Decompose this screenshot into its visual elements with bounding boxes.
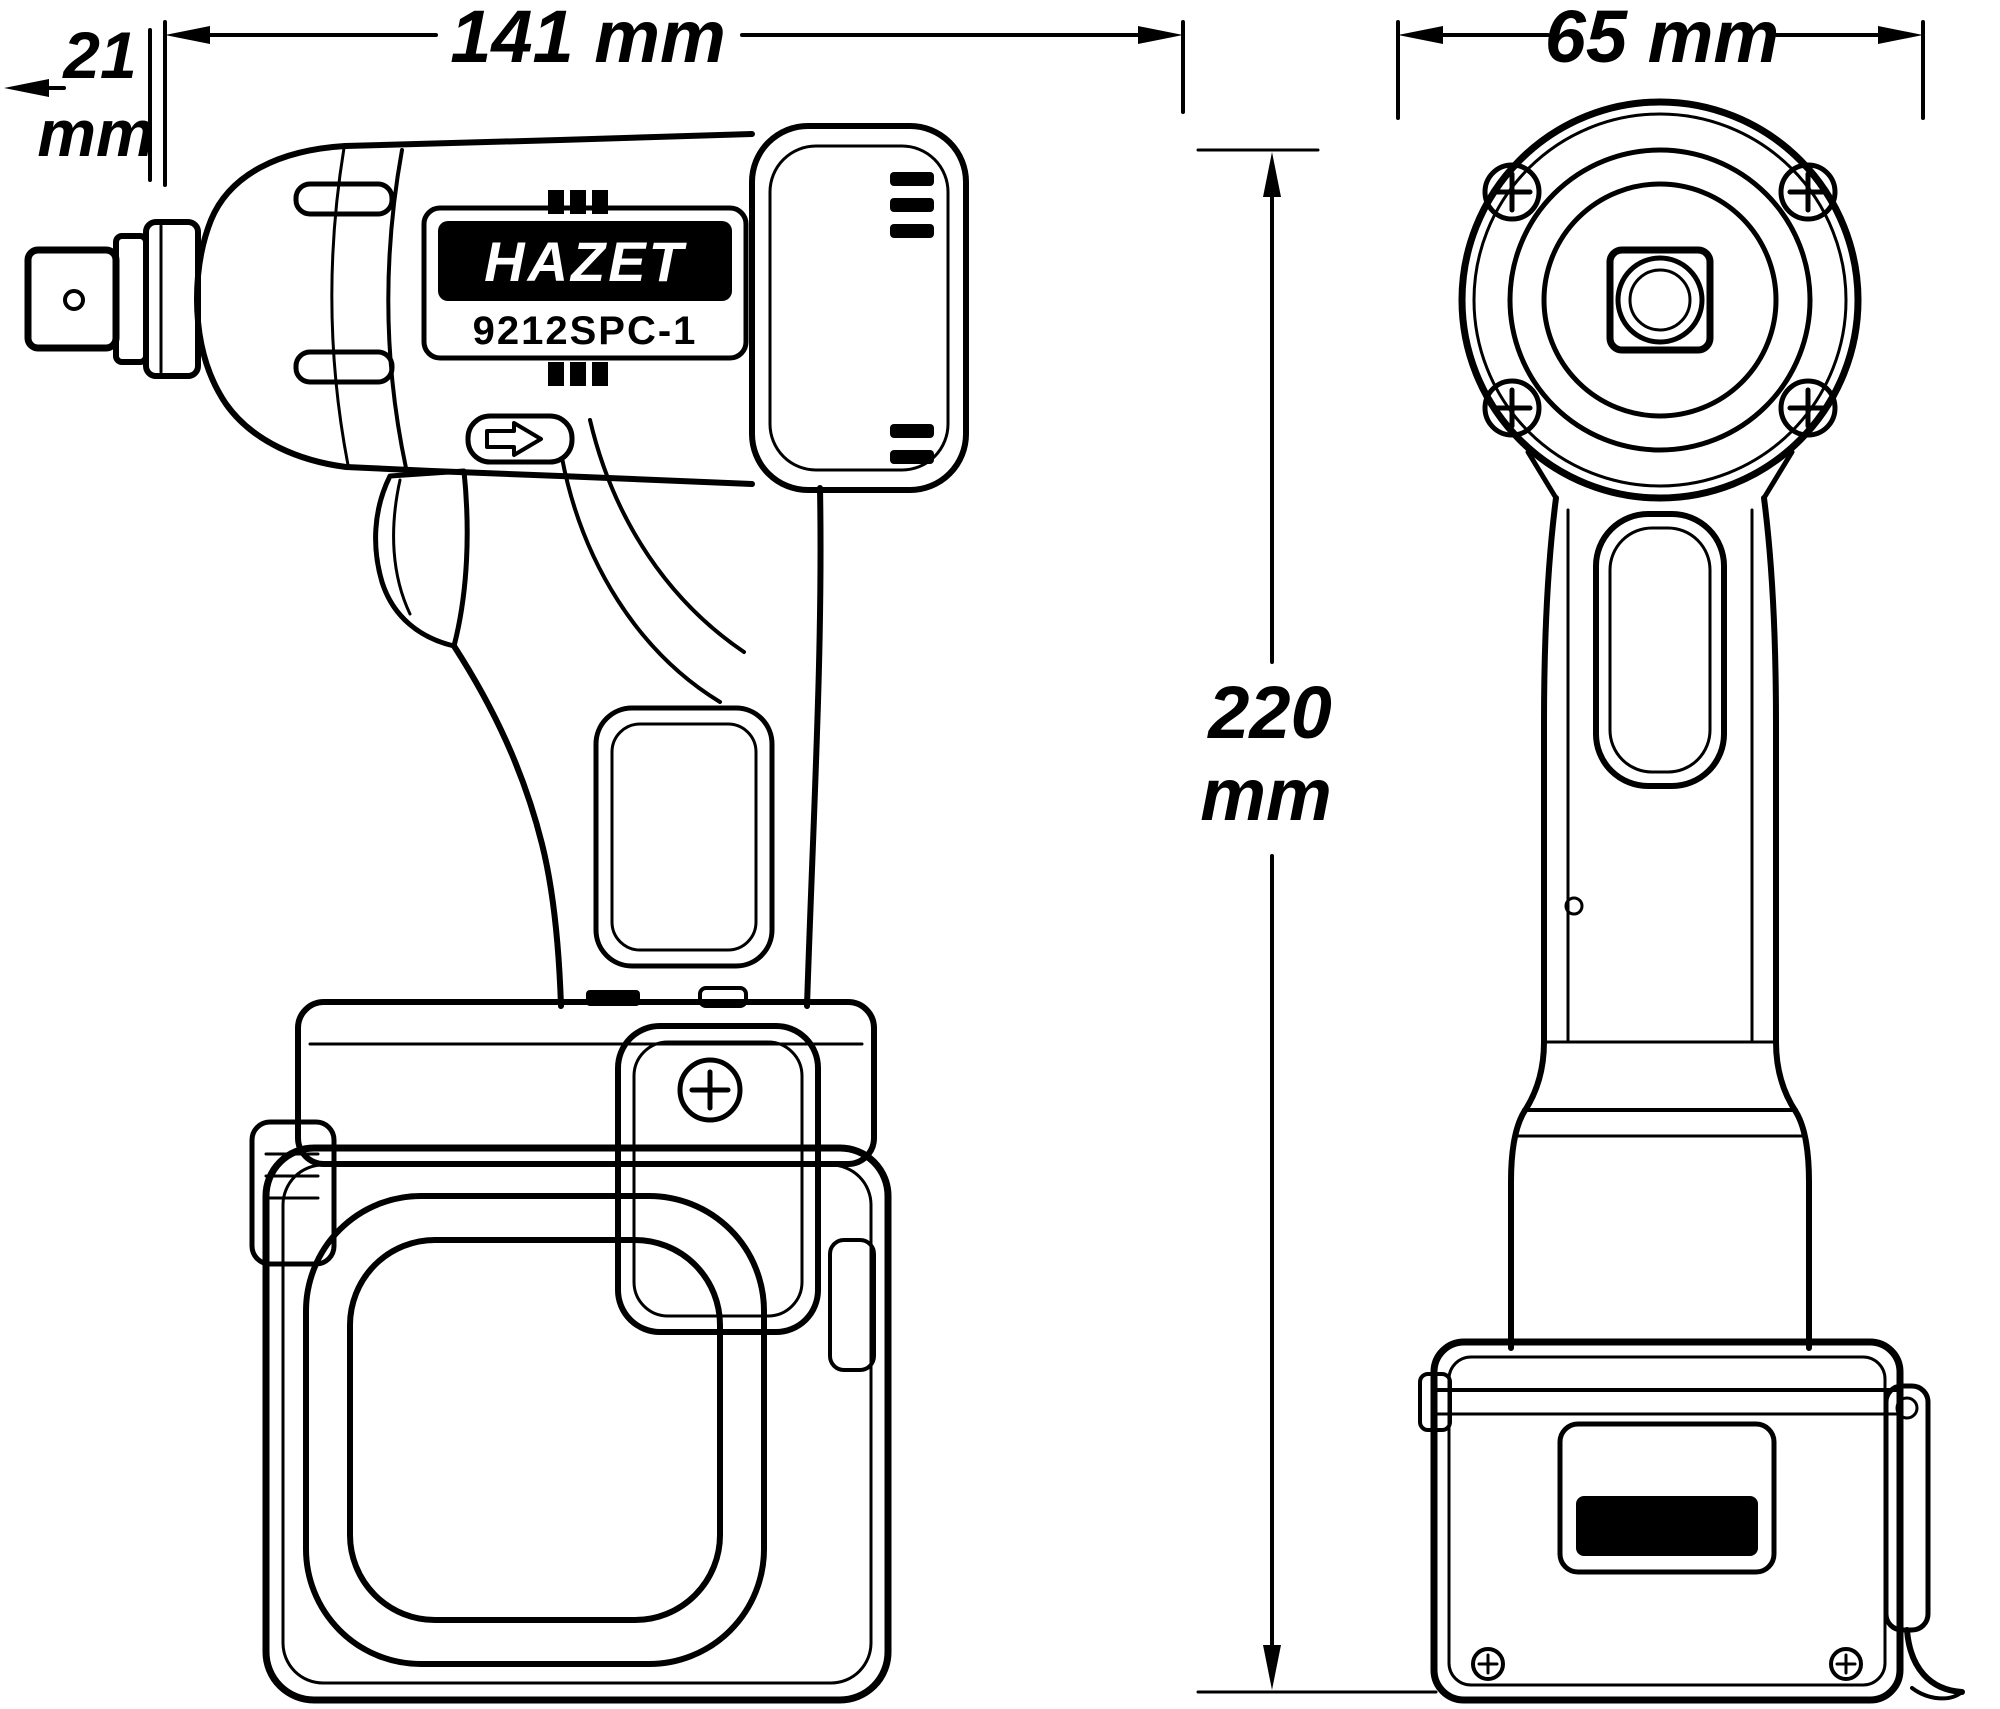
- dimension-height-value: 220: [1206, 671, 1331, 754]
- battery-latch-left: [1418, 1372, 1452, 1432]
- phillips-screw-icon: [1482, 162, 1542, 222]
- dimension-square-drive-unit: mm: [37, 96, 154, 170]
- case-pin-top: [293, 181, 395, 217]
- phillips-screw-icon: [1482, 378, 1542, 438]
- led-dot: [1564, 896, 1584, 916]
- stand-bracket: [615, 1023, 821, 1335]
- dimension-arrow-right-icon: [1878, 26, 1923, 44]
- dimension-arrow-up-icon: [1263, 152, 1281, 197]
- collar-ring-2: [143, 219, 201, 379]
- battery-release-button: [249, 1119, 337, 1267]
- head-outer-ring: [1458, 98, 1862, 502]
- detent-hole: [63, 289, 85, 311]
- grip-panel: [593, 705, 775, 969]
- battery-band-inner: [347, 1237, 723, 1623]
- direction-switch: [465, 413, 575, 465]
- anvil-square: [24, 246, 120, 352]
- phillips-screw-icon: [1778, 378, 1838, 438]
- dimension-length-label: 141 mm: [450, 0, 726, 78]
- direction-switch-button: [465, 413, 575, 465]
- dimension-arrow-left-icon: [165, 26, 210, 44]
- hammer-case: [194, 137, 608, 474]
- rear-vent-slots: [890, 172, 934, 464]
- brand-plate: HAZET 9212SPC-1: [421, 205, 749, 361]
- screw-icon: [1471, 1647, 1505, 1681]
- battery-label-band: [1576, 1496, 1758, 1556]
- dimension-arrow-left-icon: [1398, 26, 1443, 44]
- dimension-arrow-right-icon: [1138, 26, 1183, 44]
- dimension-square-drive-value: 21: [61, 18, 136, 92]
- dimension-length: 141 mm: [163, 0, 1185, 187]
- battery-pack-front: [1418, 1338, 1965, 1704]
- battery-body: [262, 1144, 892, 1704]
- dimension-arrow-left-icon: [4, 79, 49, 97]
- brand-logo-background: [438, 221, 732, 301]
- square-drive-front: [1606, 246, 1714, 354]
- front-view: [1418, 98, 1965, 1704]
- dimension-height: 220 mm: [1196, 148, 1438, 1694]
- collar-ring-1: [113, 233, 149, 365]
- handle-front: [1508, 449, 1812, 1351]
- screw-icon: [1895, 1396, 1919, 1420]
- battery-pack-side: [249, 986, 892, 1704]
- vent-slots-bottom: [548, 362, 608, 386]
- case-pin-bottom: [293, 349, 395, 385]
- impact-head: [1458, 98, 1862, 502]
- battery-window: [1557, 1421, 1777, 1575]
- rear-cap: [749, 123, 969, 493]
- grip-window: [1593, 511, 1727, 789]
- phillips-screw-icon: [677, 1057, 743, 1123]
- side-view: HAZET 9212SPC-1: [24, 123, 969, 1704]
- dimension-height-unit: mm: [1200, 753, 1332, 836]
- brand-logo: HAZET: [484, 230, 687, 293]
- dimension-width-label: 65 mm: [1545, 0, 1779, 78]
- dimension-width: 65 mm: [1396, 0, 1925, 120]
- trigger: [373, 468, 470, 649]
- handle-grip: [451, 418, 824, 1009]
- battery-band-outer: [303, 1193, 767, 1667]
- motor-housing: [429, 123, 969, 493]
- dimension-arrow-down-icon: [1263, 1645, 1281, 1690]
- phillips-screw-icon: [1778, 162, 1838, 222]
- battery-body-front: [1430, 1338, 1904, 1704]
- belt-clip: [1883, 1383, 1965, 1701]
- square-drive-anvil: [24, 219, 201, 379]
- model-number: 9212SPC-1: [473, 309, 698, 353]
- plate-frame: [421, 205, 749, 361]
- dimension-square-drive: 21 mm: [4, 18, 155, 182]
- latch-tab: [586, 990, 640, 1006]
- forward-reverse-arrow-icon: [485, 421, 543, 457]
- screw-icon: [1829, 1647, 1863, 1681]
